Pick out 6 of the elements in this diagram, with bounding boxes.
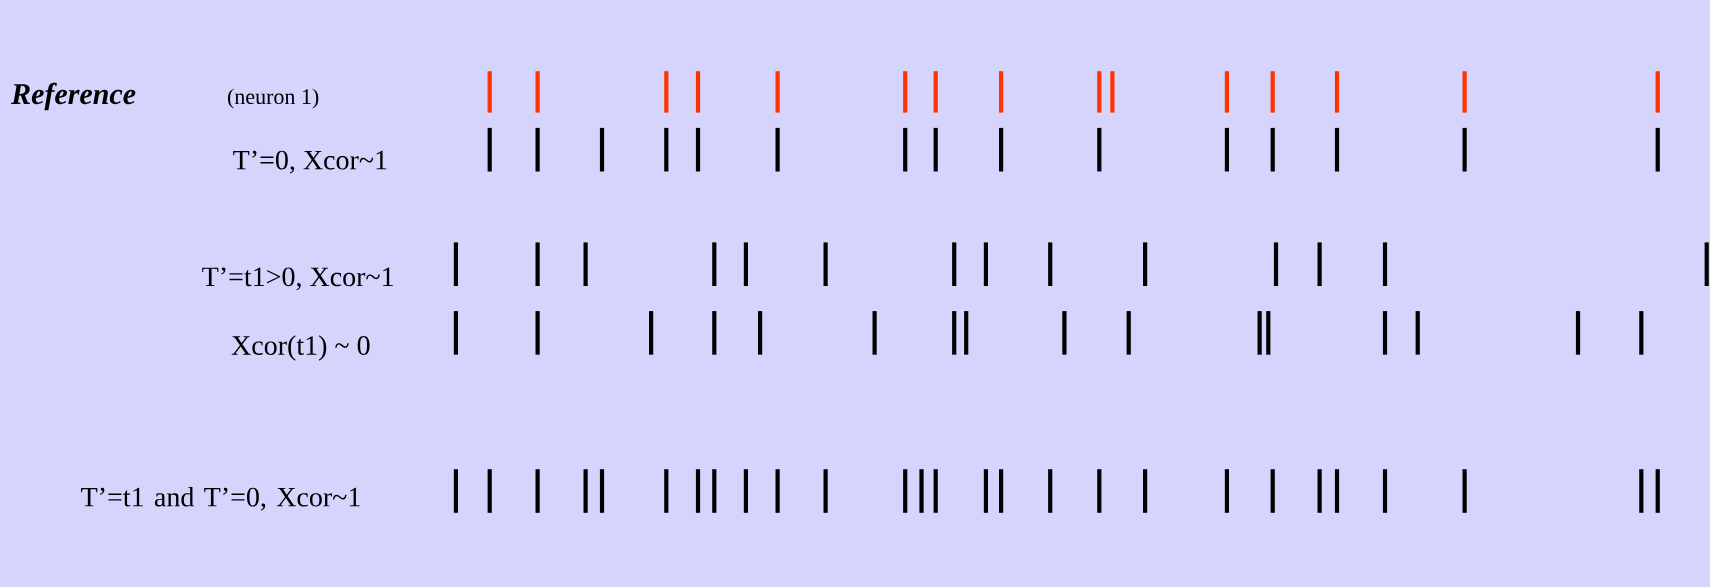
row-label: T’=t1 and T’=0, Xcor~1 [81, 486, 360, 511]
row-label: Xcor(t1) ~ 0 [231, 335, 370, 361]
row-label: Reference [11, 82, 136, 111]
row-label: (neuron 1) [228, 88, 319, 109]
row-label: T’=t1>0, Xcor~1 [202, 267, 393, 291]
row-label: T’=0, Xcor~1 [233, 150, 387, 174]
